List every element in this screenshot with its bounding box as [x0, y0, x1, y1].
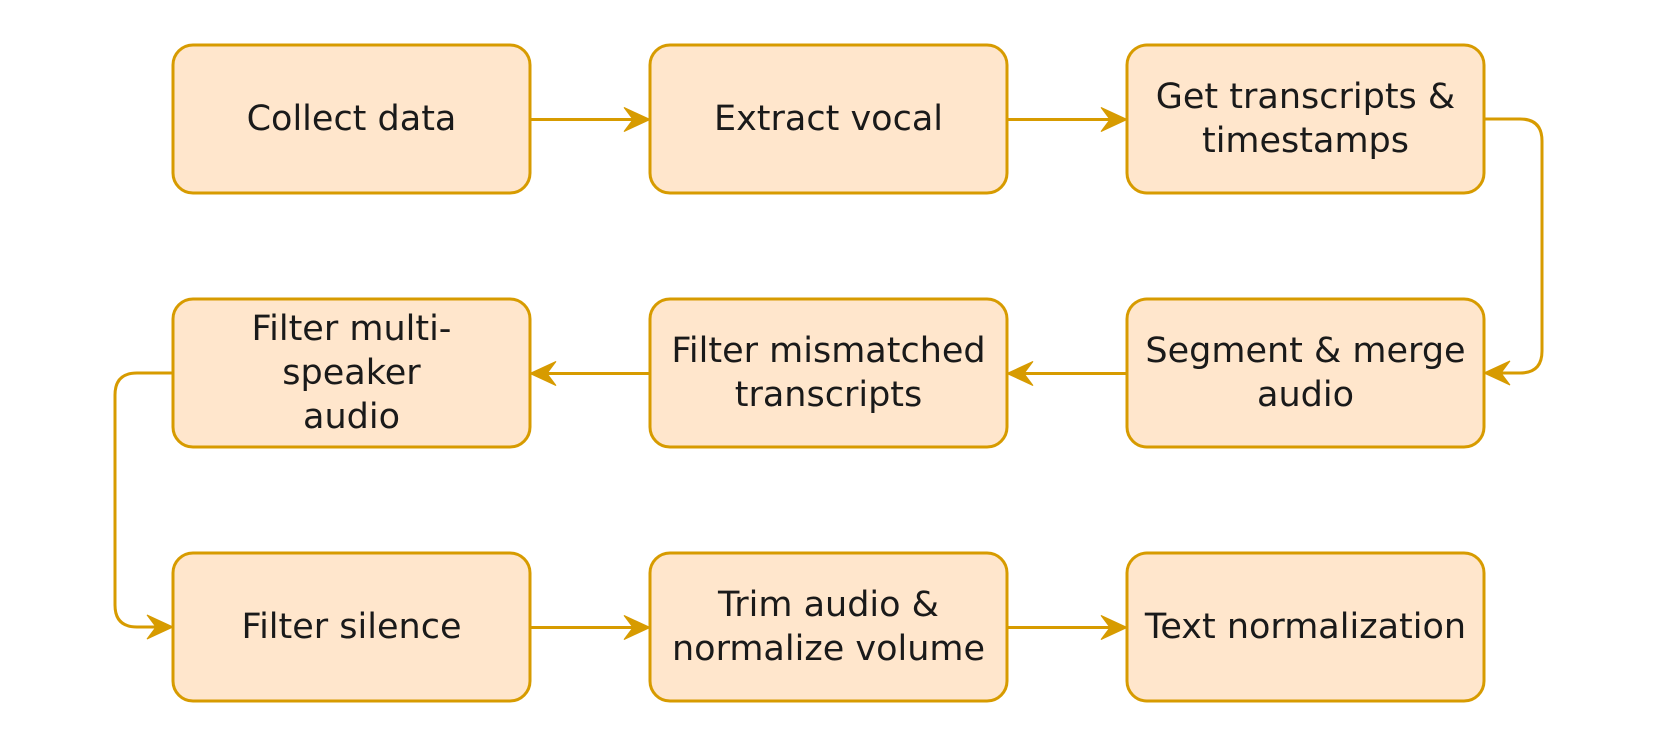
node-box	[648, 551, 1009, 703]
node-filter-silence: Filter silence	[171, 551, 532, 703]
nodes-layer: Collect data Extract vocal Get transcripts…	[171, 43, 1486, 703]
edge-arrow	[1482, 117, 1544, 386]
node-box	[171, 43, 532, 195]
node-label: Get transcripts &	[1156, 77, 1455, 117]
arrow-head	[1005, 361, 1034, 386]
node-label: audio	[1257, 375, 1354, 415]
node-box	[1125, 297, 1486, 449]
node-collect-data: Collect data	[171, 43, 532, 195]
edge-arrow	[1005, 361, 1127, 386]
node-get-transcripts-timestamps: Get transcripts &timestamps	[1125, 43, 1486, 195]
node-box	[648, 297, 1009, 449]
node-extract-vocal: Extract vocal	[648, 43, 1009, 195]
arrow-head	[1100, 615, 1129, 640]
node-label: audio	[303, 397, 400, 437]
arrow-head	[146, 614, 175, 640]
edge-arrow	[1007, 107, 1129, 132]
arrow-head	[1482, 360, 1511, 386]
arrow-head	[528, 361, 557, 386]
edge-arrow	[1007, 615, 1129, 640]
node-label: Filter silence	[242, 607, 462, 647]
edge-line	[1484, 117, 1544, 375]
node-label: Filter multi-	[252, 309, 452, 349]
arrow-head	[623, 107, 652, 132]
arrow-head	[1100, 107, 1129, 132]
node-label: Collect data	[247, 99, 457, 139]
edge-line	[113, 371, 173, 629]
node-label: speaker	[282, 353, 421, 393]
node-box	[648, 43, 1009, 195]
node-label: Text normalization	[1144, 607, 1466, 647]
node-trim-audio-normalize-volume: Trim audio &normalize volume	[648, 551, 1009, 703]
edge-arrow	[113, 371, 175, 640]
node-label: Extract vocal	[714, 99, 943, 139]
node-label: transcripts	[735, 375, 923, 415]
edge-arrow	[530, 107, 652, 132]
node-label: timestamps	[1202, 121, 1409, 161]
node-box	[171, 297, 532, 449]
node-box	[171, 551, 532, 703]
node-label: normalize volume	[672, 629, 985, 669]
edge-arrow	[528, 361, 650, 386]
node-text-normalization: Text normalization	[1125, 551, 1486, 703]
node-box	[1125, 43, 1486, 195]
edges-layer	[113, 107, 1544, 640]
node-label: Segment & merge	[1145, 331, 1465, 371]
arrow-head	[623, 615, 652, 640]
edge-arrow	[530, 615, 652, 640]
node-label: Trim audio &	[717, 585, 939, 625]
node-label: Filter mismatched	[671, 331, 985, 371]
node-box	[1125, 551, 1486, 703]
